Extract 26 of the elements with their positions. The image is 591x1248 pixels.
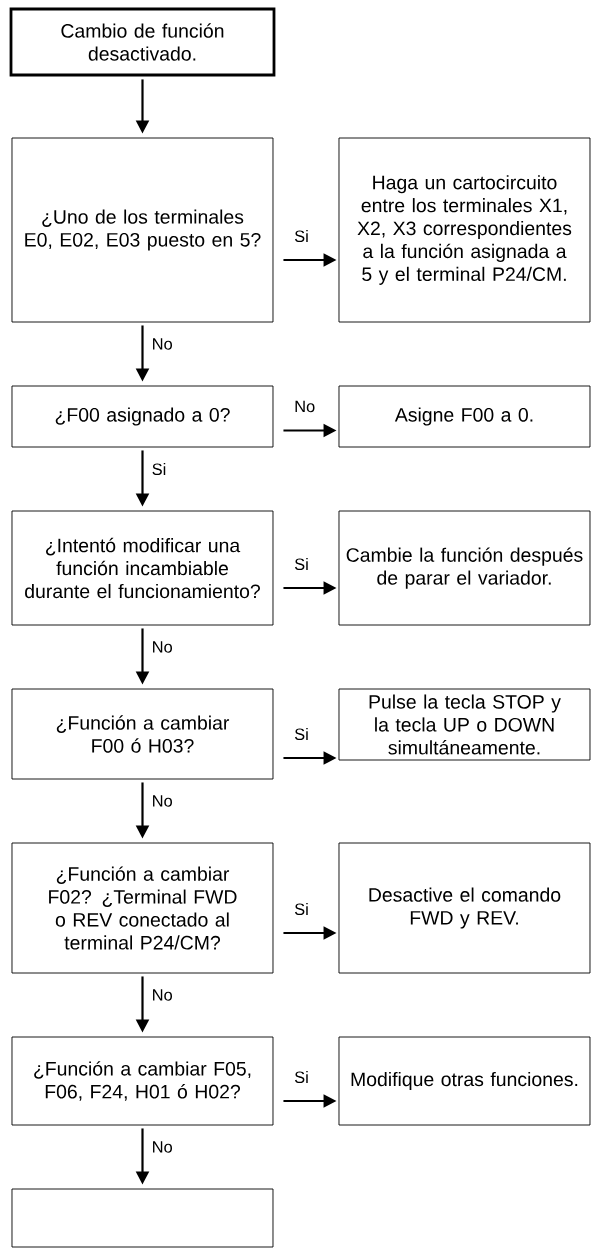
edge-label: Si [294,558,308,571]
process-box: Haga un cartocircuito entre los terminales X1, X2, X3 correspondientes a la función asignada a 5 y el terminal P24/CM. [338,137,591,323]
process-box: Desactive el comando FWD y REV. [338,842,591,974]
start-box: Cambio de función desactivado. [9,7,276,77]
edge-label: Si [294,728,308,741]
edge-label: No [153,1141,172,1153]
process-box: ¿F00 asignado a 0? [11,385,274,448]
process-box: Pulse la tecla STOP y la tecla UP o DOWN simultáneamente. [338,688,591,761]
edge-label: Si [294,903,308,916]
edge-label: No [153,989,172,1001]
process-box: ¿Función a cambiar F05, F06, F24, H01 ó H02? [11,1036,274,1126]
process-box: ¿Función a cambiar F02? ¿Terminal FWD o REV conectado al terminal P24/CM? [11,842,274,974]
process-box: Asigne F00 a 0. [338,385,591,448]
edge-label: No [295,400,315,413]
process-box: ¿Uno de los terminales E0, E02, E03 puesto en 5? [11,137,274,323]
process-box: Cambie la función después de parar el variador. [338,510,591,626]
edge-label: Si [294,230,308,243]
edge-label: No [153,338,172,350]
process-box: ¿Intentó modificar una función incambiable durante el funcionamiento? [11,510,274,626]
empty-box [11,1188,274,1248]
edge-label: No [153,641,172,653]
edge-label: No [153,795,172,807]
process-box: ¿Función a cambiar F00 ó H03? [11,688,274,780]
edge-label: Si [152,463,166,476]
edge-label: Si [294,1071,308,1084]
process-box: Modifique otras funciones. [338,1036,591,1126]
